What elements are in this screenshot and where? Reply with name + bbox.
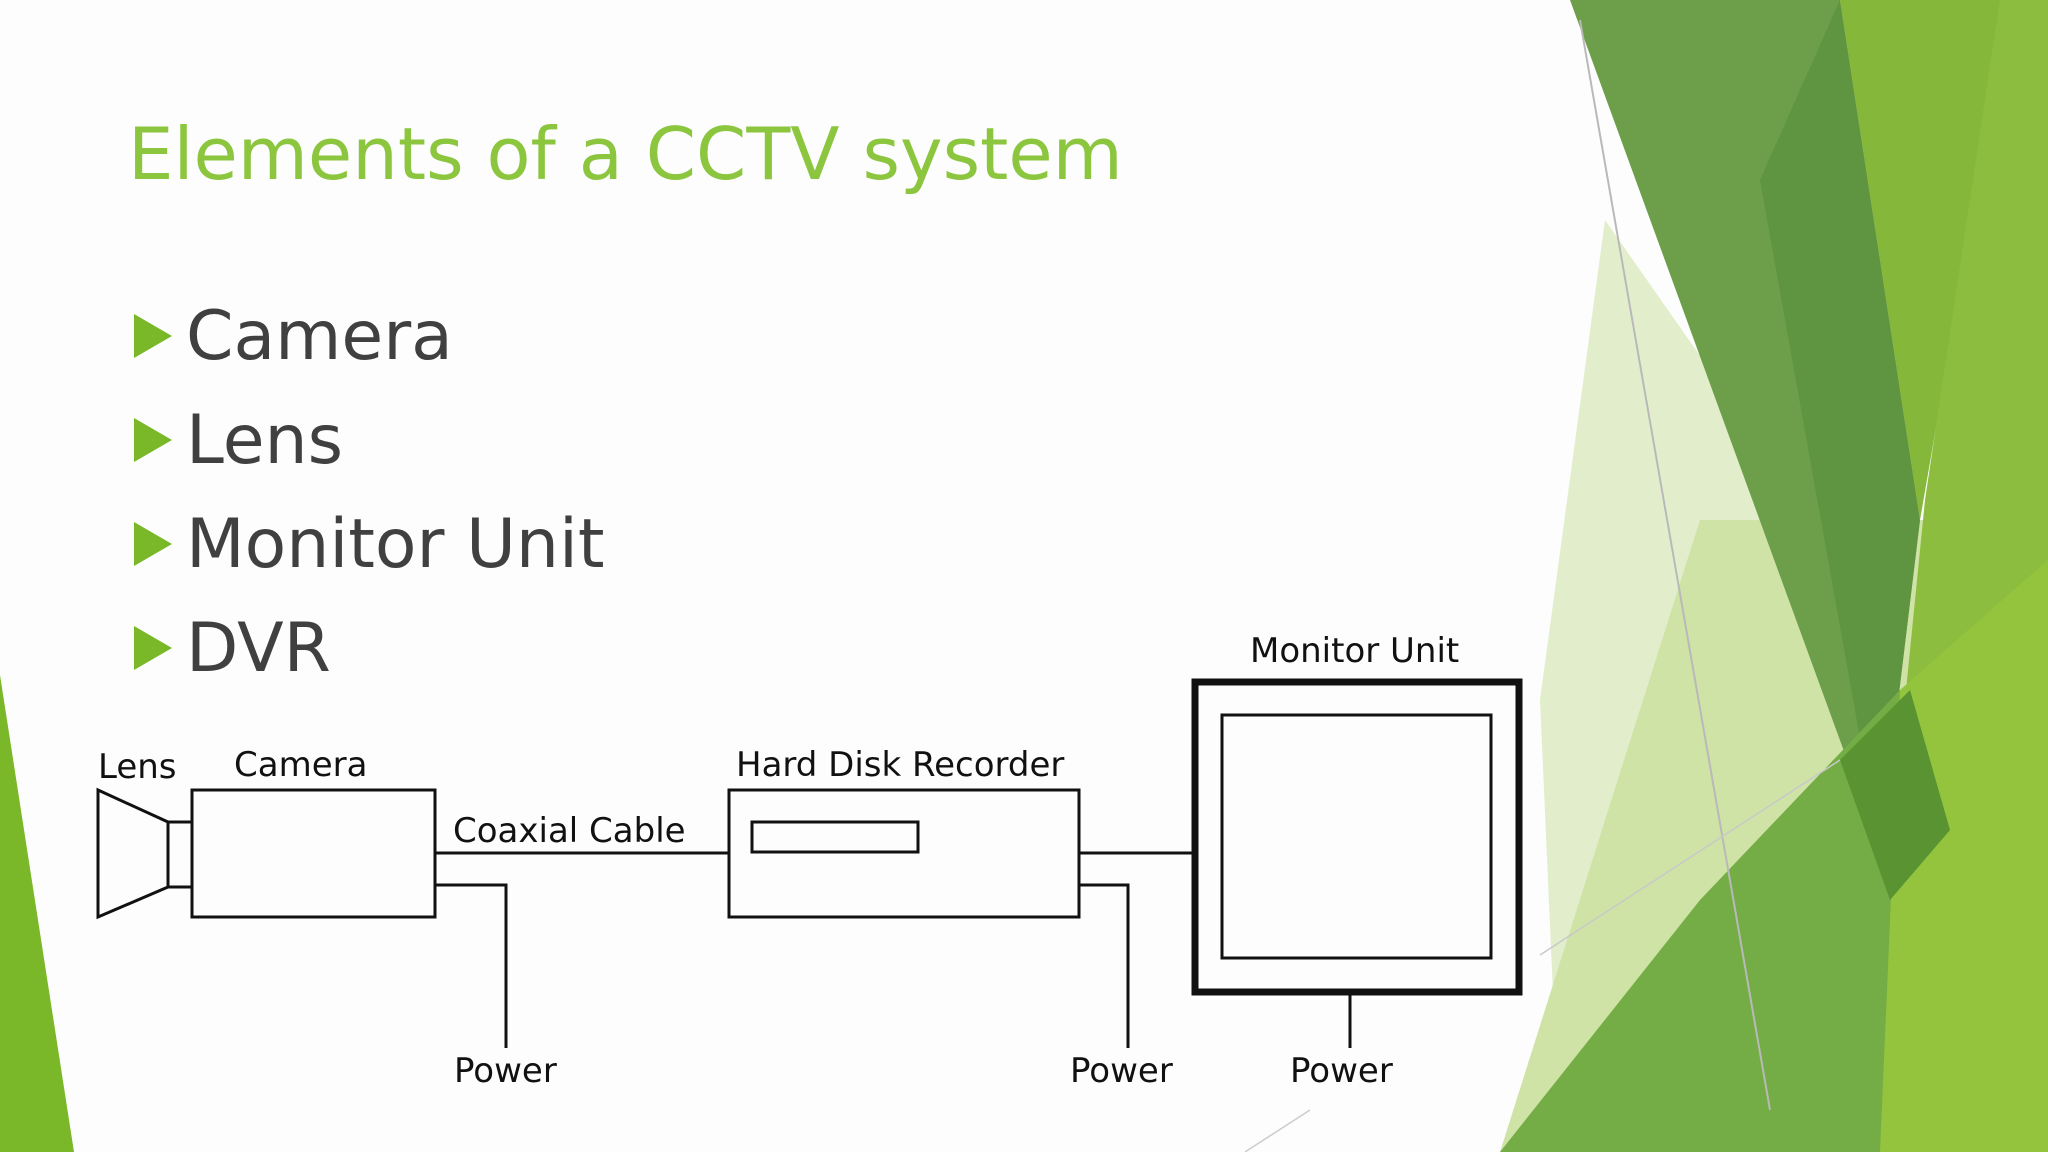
recorder-power-line (1079, 883, 1130, 1048)
thin-decor-line-1 (1579, 19, 1771, 1111)
recorder-disk-slot (750, 820, 920, 854)
label-monitor-unit: Monitor Unit (1250, 631, 1459, 671)
bullet-text-dvr: DVR (186, 608, 331, 688)
bullet-list: Camera Lens Monitor Unit DVR (132, 284, 605, 700)
camera-power-line (435, 883, 508, 1048)
slide-title: Elements of a CCTV system (128, 112, 1123, 196)
lens-mount (166, 820, 194, 889)
right-panel-forest (1500, 690, 1900, 1152)
label-power-recorder: Power (1070, 1051, 1173, 1091)
right-panel-accent (1840, 690, 1950, 900)
thin-decor-line-3 (1244, 1109, 1311, 1152)
right-panel-bright-top (1840, 0, 2010, 520)
label-lens: Lens (98, 747, 177, 787)
label-camera: Camera (234, 745, 367, 785)
bullet-text-lens: Lens (186, 400, 344, 480)
triangle-bullet-icon (134, 418, 172, 462)
bullet-item: Monitor Unit (132, 492, 605, 596)
right-panel-darkest (1760, 0, 1920, 850)
triangle-bullet-icon (134, 314, 172, 358)
lens-shape (96, 787, 170, 920)
triangle-bullet-icon (134, 522, 172, 566)
label-hard-disk-recorder: Hard Disk Recorder (736, 745, 1064, 785)
label-coaxial-cable: Coaxial Cable (453, 811, 686, 851)
bullet-item: Camera (132, 284, 605, 388)
camera-box (190, 788, 437, 919)
thin-decor-line-2 (1539, 759, 1841, 956)
bullet-text-camera: Camera (186, 296, 453, 376)
bullet-item: DVR (132, 596, 605, 700)
label-power-camera: Power (454, 1051, 557, 1091)
triangle-bullet-icon (134, 626, 172, 670)
bullet-text-monitor-unit: Monitor Unit (186, 504, 605, 584)
monitor-outer-frame (1191, 678, 1523, 996)
monitor-screen (1220, 713, 1493, 960)
bullet-item: Lens (132, 388, 605, 492)
left-green-sliver (0, 675, 74, 1152)
label-power-monitor: Power (1290, 1051, 1393, 1091)
